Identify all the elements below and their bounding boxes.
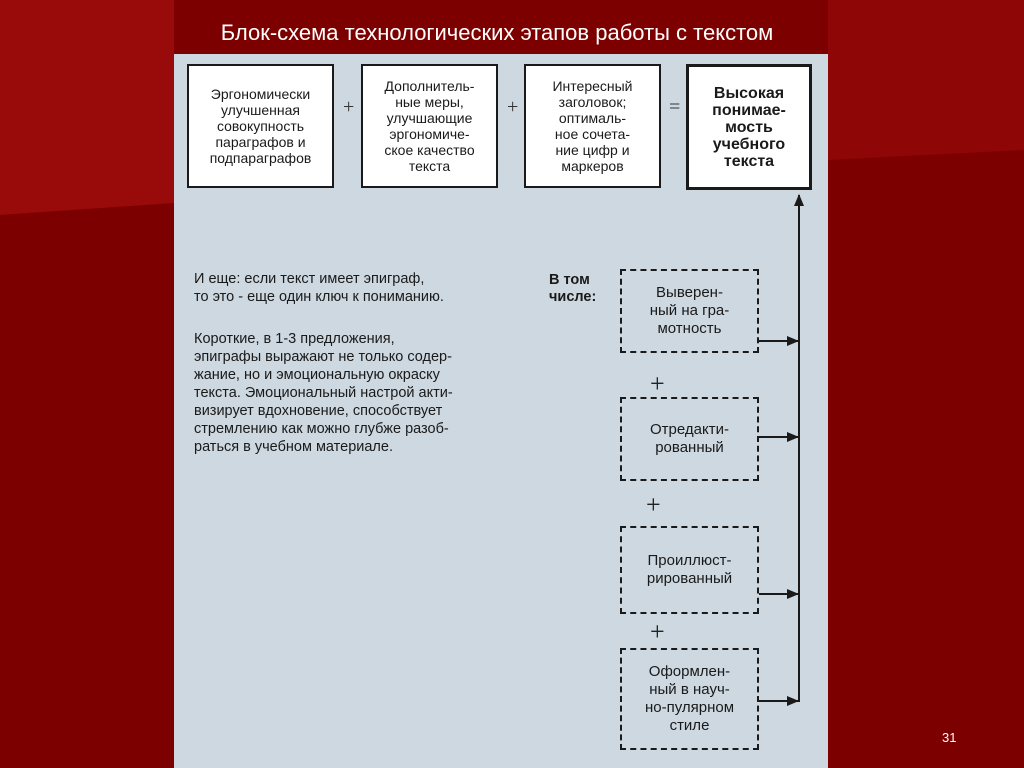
plus-sign-3: + [650, 369, 665, 398]
paragraph-epigraph-description: Короткие, в 1-3 предложения, эпиграфы вы… [194, 331, 453, 455]
dashed-box-illustrated: Проиллюст- рированный [620, 526, 759, 614]
box-additional-measures: Дополнитель- ные меры, улучшающие эргоно… [361, 64, 498, 188]
including-label: В том числе: [549, 272, 597, 305]
slide-title: Блок-схема технологических этапов работы… [220, 20, 774, 45]
box-ergonomic-paragraphs: Эргономически улучшенная совокупность па… [187, 64, 334, 188]
plus-sign-5: + [650, 617, 665, 646]
dashed-box-edited: Отредакти- рованный [620, 397, 759, 481]
dashed-box-popular-science-style: Оформлен- ный в науч- но-пулярном стиле [620, 648, 759, 750]
box-interesting-title: Интересный заголовок; оптималь- ное соче… [524, 64, 661, 188]
plus-sign-2: + [507, 96, 519, 118]
box-result-understandability: Высокая понимае- мость учебного текста [686, 64, 812, 190]
dashed-box-proofread: Выверен- ный на гра- мотность [620, 269, 759, 353]
plus-sign-1: + [343, 96, 355, 118]
equals-sign: = [669, 96, 681, 118]
paragraph-epigraph-key: И еще: если текст имеет эпиграф, то это … [194, 271, 444, 305]
page-number: 31 [942, 730, 957, 745]
plus-sign-4: + [646, 490, 661, 519]
